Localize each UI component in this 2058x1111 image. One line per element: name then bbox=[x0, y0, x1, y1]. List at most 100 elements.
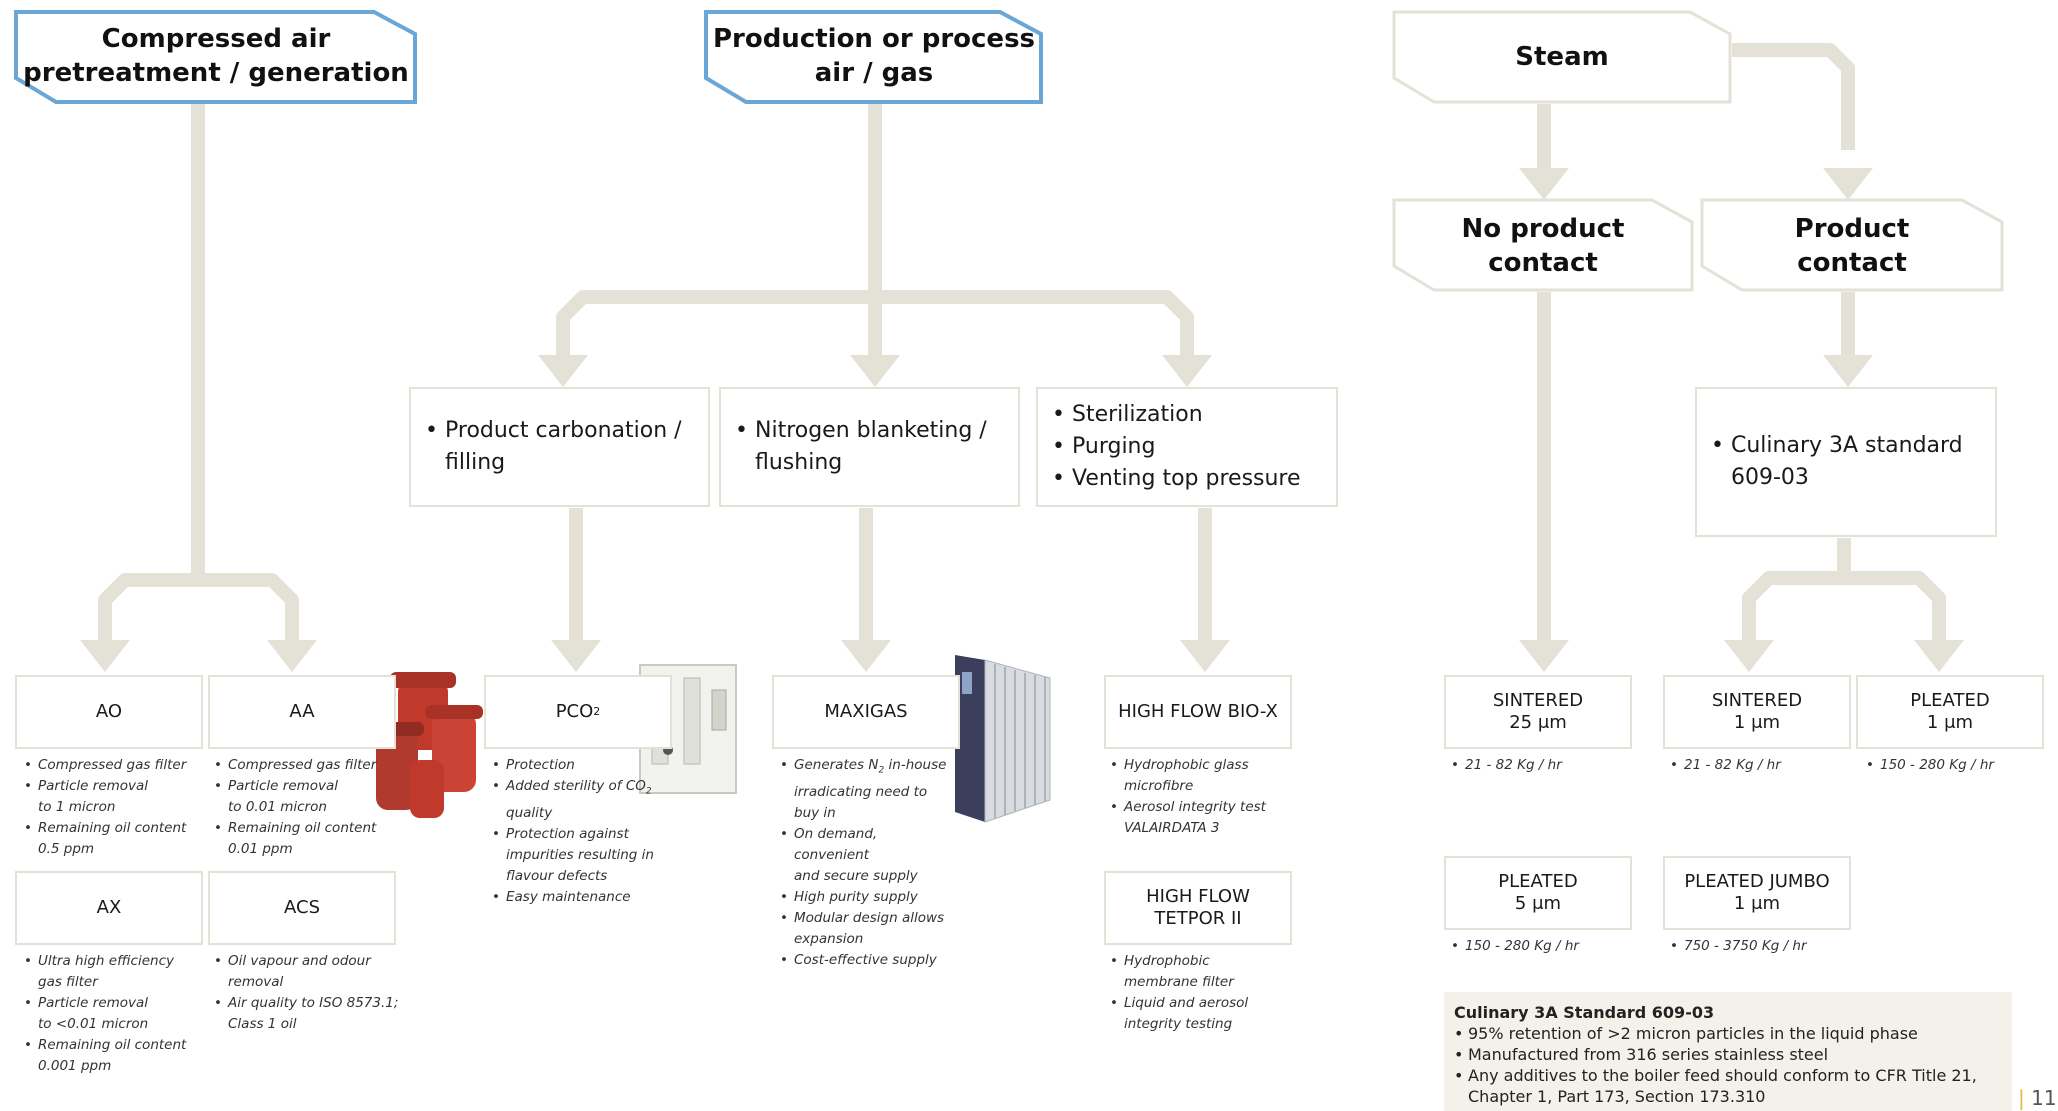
maxigas-desc-line: expansion bbox=[794, 930, 864, 947]
arrow-head-maxigas bbox=[841, 640, 891, 672]
pleated1-description: 150 - 280 Kg / hr bbox=[1866, 755, 2046, 776]
filter-tetpor-name1: HIGH FLOW bbox=[1146, 886, 1250, 907]
product-contact-header-line1: Product bbox=[1794, 214, 1910, 244]
filter-acs-name: ACS bbox=[284, 897, 320, 918]
carbonation-item: Product carbonation /filling bbox=[425, 415, 708, 479]
culinary-note-item: 95% retention of >2 micron particles in … bbox=[1454, 1023, 2002, 1044]
no-product-header-shape bbox=[1392, 198, 1694, 292]
pco2-desc-line: quality bbox=[506, 804, 553, 821]
no-product-header: No product contact bbox=[1394, 212, 1692, 280]
maxigas-desc-line: and secure supply bbox=[794, 867, 918, 884]
filter-pco2-subscript: 2 bbox=[593, 705, 601, 718]
product-contact-header: Product contact bbox=[1702, 212, 2002, 280]
acs-desc-line: Oil vapour and odour bbox=[228, 953, 371, 969]
production-header-shape bbox=[704, 10, 1043, 104]
carbonation-line2: filling bbox=[445, 450, 506, 475]
compressed-air-header-shape bbox=[14, 10, 417, 104]
arrow-head-carbonation bbox=[538, 355, 588, 387]
biox-desc-line: Aerosol integrity test bbox=[1124, 799, 1266, 815]
filter-biox: HIGH FLOW BIO-X bbox=[1104, 675, 1292, 749]
ax-desc-line: Ultra high efficiency bbox=[38, 953, 175, 969]
sintered25-description: 21 - 82 Kg / hr bbox=[1451, 755, 1631, 776]
aa-desc-line: 0.01 ppm bbox=[228, 841, 293, 857]
ax-desc-line: gas filter bbox=[38, 974, 98, 990]
production-header: Production or process air / gas bbox=[706, 22, 1042, 90]
biox-desc-line: Hydrophobic glass bbox=[1124, 757, 1249, 773]
filter-pleated1-name2: 1 μm bbox=[1926, 712, 1974, 733]
arrow-head-biox bbox=[1180, 640, 1230, 672]
ax-description: Ultra high efficiency gas filter Particle… bbox=[24, 951, 204, 1077]
filter-acs: ACS bbox=[208, 871, 396, 945]
acs-desc-line: Class 1 oil bbox=[228, 1016, 297, 1032]
maxigas-desc-item: Cost-effective supply bbox=[780, 950, 955, 971]
sterilization-item: Sterilization bbox=[1052, 399, 1336, 431]
culinary-note-item: Manufactured from 316 series stainless s… bbox=[1454, 1044, 2002, 1065]
connector-to-aa bbox=[198, 573, 299, 650]
arrow-head-aa bbox=[267, 640, 317, 672]
tetpor-desc-line: Hydrophobic bbox=[1124, 953, 1210, 969]
maxigas-desc-subscript: 2 bbox=[878, 765, 885, 776]
pco2-desc-line: Protection against bbox=[506, 825, 629, 842]
ax-desc-line: 0.001 ppm bbox=[38, 1058, 112, 1074]
application-carbonation: Product carbonation /filling bbox=[409, 387, 710, 507]
tetpor-desc-line: membrane filter bbox=[1124, 974, 1234, 990]
pco2-desc-line: impurities resulting in bbox=[506, 846, 654, 863]
arrow-head-nitrogen bbox=[850, 355, 900, 387]
filter-jumbo-name2: 1 μm bbox=[1733, 893, 1781, 914]
ax-desc-item: Remaining oil content 0.001 ppm bbox=[24, 1035, 204, 1077]
maxigas-desc-line: in-house bbox=[888, 757, 947, 773]
pco2-description: Protection Added sterility of CO2quality… bbox=[492, 755, 667, 908]
sintered1-description: 21 - 82 Kg / hr bbox=[1670, 755, 1850, 776]
biox-desc-item: Hydrophobic glass microfibre bbox=[1110, 755, 1290, 797]
filter-pleated1-name1: PLEATED bbox=[1910, 690, 1990, 711]
aa-desc-line: to 0.01 micron bbox=[228, 799, 327, 815]
steam-header: Steam bbox=[1394, 40, 1730, 74]
ao-desc-line: Remaining oil content bbox=[38, 820, 187, 836]
filter-sintered1-name2: 1 μm bbox=[1733, 712, 1781, 733]
tetpor-desc-item: Hydrophobic membrane filter bbox=[1110, 951, 1290, 993]
pco2-desc-item: Easy maintenance bbox=[492, 887, 667, 908]
product-contact-header-line2: contact bbox=[1797, 248, 1907, 278]
ax-desc-line: Particle removal bbox=[38, 995, 149, 1011]
compressed-air-header: Compressed air pretreatment / generation bbox=[16, 22, 416, 90]
arrow-head-sterilization bbox=[1162, 355, 1212, 387]
production-header-line1: Production or process bbox=[712, 24, 1036, 54]
steam-header-shape bbox=[1392, 10, 1732, 104]
nitrogen-line1: Nitrogen blanketing / bbox=[755, 418, 987, 443]
jumbo-desc-item: 750 - 3750 Kg / hr bbox=[1670, 936, 1850, 957]
sintered25-desc-item: 21 - 82 Kg / hr bbox=[1451, 755, 1631, 776]
tetpor-desc-line: integrity testing bbox=[1124, 1016, 1233, 1032]
maxigas-desc-item: Modular design allows expansion bbox=[780, 908, 955, 950]
maxigas-desc-line: Generates N bbox=[794, 757, 879, 773]
ao-desc-item: Compressed gas filter bbox=[24, 755, 204, 776]
culinary-note-title: Culinary 3A Standard 609-03 bbox=[1454, 1003, 1715, 1022]
page-number: | 11 bbox=[2018, 1086, 2057, 1110]
ax-desc-line: Remaining oil content bbox=[38, 1037, 187, 1053]
filter-sintered1-name1: SINTERED bbox=[1711, 690, 1803, 711]
filter-pleated5-name2: 5 μm bbox=[1514, 893, 1562, 914]
aa-description: Compressed gas filter Particle removalto… bbox=[214, 755, 394, 860]
arrow-head-culinary bbox=[1823, 355, 1873, 387]
pco2-desc-line: flavour defects bbox=[506, 867, 608, 884]
maxigas-desc-line: Modular design allows bbox=[794, 909, 945, 926]
nitrogen-line2: flushing bbox=[755, 450, 843, 475]
nitrogen-item: Nitrogen blanketing / flushing bbox=[735, 415, 1018, 479]
filter-aa: AA bbox=[208, 675, 396, 749]
arrow-head-sintered25 bbox=[1519, 640, 1569, 672]
page-number-value: 11 bbox=[2031, 1086, 2057, 1110]
filter-pco2-name: PCO bbox=[555, 701, 594, 722]
biox-desc-line: microfibre bbox=[1124, 778, 1194, 794]
culinary-line2: 609-03 bbox=[1731, 465, 1809, 490]
acs-desc-item: Air quality to ISO 8573.1;Class 1 oil bbox=[214, 993, 404, 1035]
